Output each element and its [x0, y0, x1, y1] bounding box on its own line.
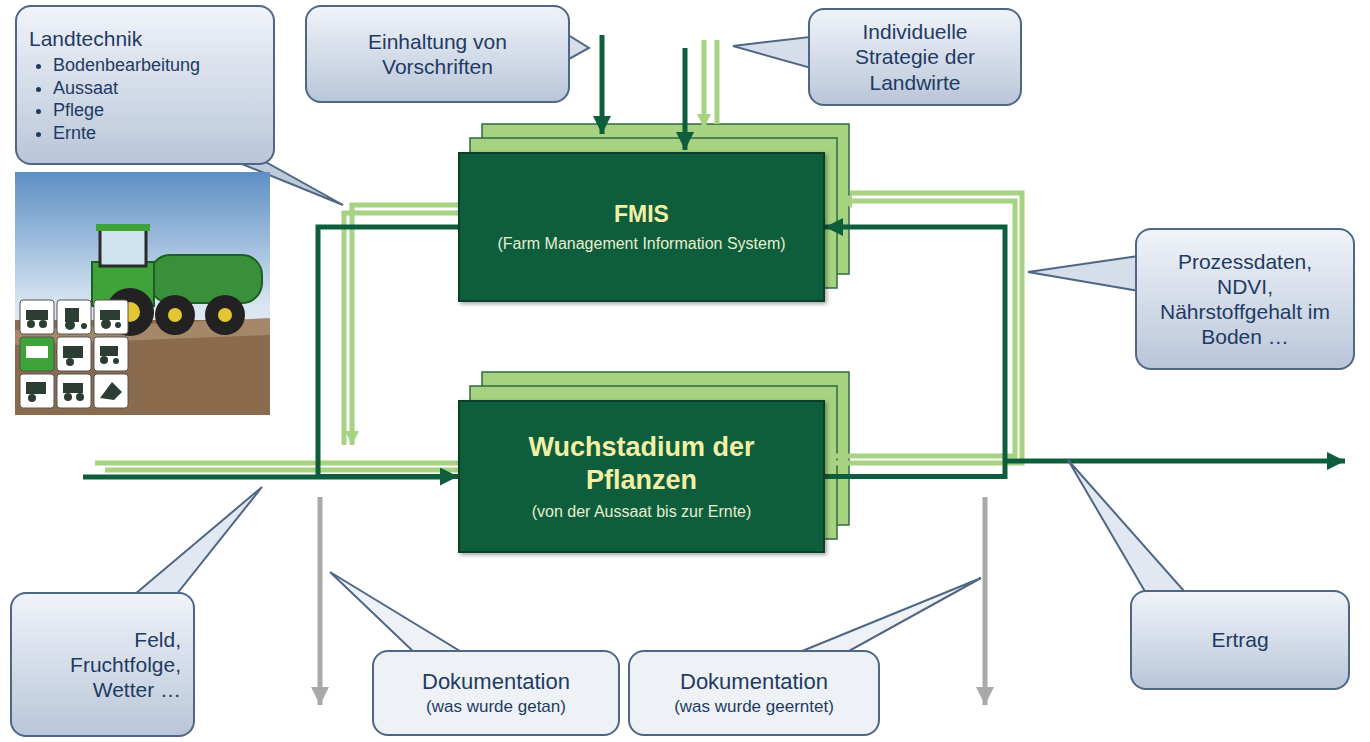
process-box: Wuchstadium der Pflanzen (von der Aussaat… [458, 400, 825, 553]
callout-bubble: Individuelle Strategie der Landwirte [808, 8, 1022, 106]
icon-glyph [64, 393, 72, 401]
gray-arrow [318, 497, 323, 705]
process-box: FMIS (Farm Management Information System) [458, 152, 825, 302]
icon-tile [57, 300, 91, 334]
node-title: Feld, Fruchtfolge, Wetter … [24, 627, 181, 703]
callout-bubble: Dokumentation(was wurde getan) [372, 650, 620, 736]
input-arrow [683, 48, 688, 150]
flow-line [344, 213, 458, 445]
flow-line [105, 468, 458, 473]
node-title: Prozessdaten, NDVI, Nährstoffgehalt im B… [1149, 249, 1341, 350]
callout-tail [128, 487, 262, 600]
flow-line [825, 201, 1015, 456]
wheel-hub [218, 308, 232, 322]
node-title: FMIS [614, 200, 669, 230]
flow-line [715, 40, 720, 124]
node-text: Aussaat [53, 77, 118, 100]
gray-arrow [983, 497, 988, 705]
icon-glyph [100, 356, 108, 364]
icon-glyph [63, 346, 83, 358]
icon-tile [94, 337, 128, 371]
node-text: (was wurde getan) [426, 696, 566, 717]
node-text: (von der Aussaat bis zur Ernte) [532, 502, 752, 522]
icon-glyph [113, 358, 119, 364]
callout-tail [790, 578, 981, 656]
flow-connector [318, 227, 458, 477]
icon-glyph [81, 323, 87, 329]
node-title: Dokumentation [422, 669, 570, 695]
icon-glyph [65, 320, 75, 330]
photo-sky [15, 172, 270, 415]
node-title: Dokumentation [680, 669, 828, 695]
wheel-hub [168, 308, 182, 322]
icon-glyph [101, 319, 111, 329]
wheel [155, 295, 195, 335]
input-arrow [600, 35, 605, 134]
node-text: Ernte [53, 122, 96, 145]
node-title: Landtechnik [29, 26, 142, 52]
flow-line [95, 461, 458, 466]
node-title: Wuchstadium der Pflanzen [480, 431, 803, 496]
callout-tail [733, 36, 818, 70]
callout-bubble: Prozessdaten, NDVI, Nährstoffgehalt im B… [1135, 228, 1355, 370]
flow-line [352, 205, 458, 445]
tractor-photo [15, 172, 270, 415]
icon-glyph [100, 382, 122, 400]
tractor-cab [100, 228, 146, 266]
node-title: Individuelle Strategie der Landwirte [822, 19, 1008, 95]
callout-tails [128, 30, 1192, 656]
callout-bubble: Dokumentation(was wurde geerntet) [628, 650, 880, 736]
callout-bubble: Einhaltung von Vorschriften [305, 5, 570, 103]
wheel [205, 295, 245, 335]
icon-tile [57, 337, 91, 371]
icon-glyph [76, 393, 84, 401]
icon-glyphs [26, 308, 122, 402]
icon-glyph [100, 310, 120, 320]
node-title: Einhaltung von Vorschriften [319, 29, 556, 79]
icon-tile [57, 374, 91, 408]
icon-tile [20, 374, 54, 408]
tank [150, 255, 262, 303]
node-text: Pflege [53, 99, 104, 122]
icon-glyph [27, 320, 35, 328]
icon-glyph [26, 346, 48, 358]
flow-line [702, 40, 707, 128]
callout-tail [330, 572, 468, 656]
icon-grid [20, 300, 128, 408]
callout-bubble: LandtechnikBodenbearbeitungAussaatPflege… [15, 5, 275, 165]
icon-tile [20, 337, 54, 371]
callout-tail [1028, 255, 1145, 292]
icon-glyph [115, 322, 121, 328]
icon-tile [94, 374, 128, 408]
icon-glyph [28, 394, 36, 402]
icon-tile [94, 300, 128, 334]
icon-glyph [100, 346, 118, 356]
output-arrow [1005, 459, 1345, 464]
flow-line [825, 193, 1022, 463]
icon-glyph [63, 383, 83, 393]
node-text: (Farm Management Information System) [497, 234, 785, 254]
callout-bubble: Ertrag [1130, 590, 1350, 690]
icon-glyph [65, 308, 79, 322]
callout-tail [1068, 460, 1192, 600]
flow-connector [825, 227, 1005, 477]
node-title: Ertrag [1211, 627, 1268, 652]
icon-glyph [26, 310, 48, 320]
node-text: (was wurde geerntet) [674, 696, 834, 717]
callout-bubble: Feld, Fruchtfolge, Wetter … [10, 592, 195, 737]
icon-tile [20, 300, 54, 334]
icon-glyph [66, 358, 74, 366]
cab-roof [96, 224, 150, 231]
icon-glyph [26, 382, 46, 394]
icon-glyph [39, 320, 47, 328]
node-text: Bodenbearbeitung [53, 54, 200, 77]
